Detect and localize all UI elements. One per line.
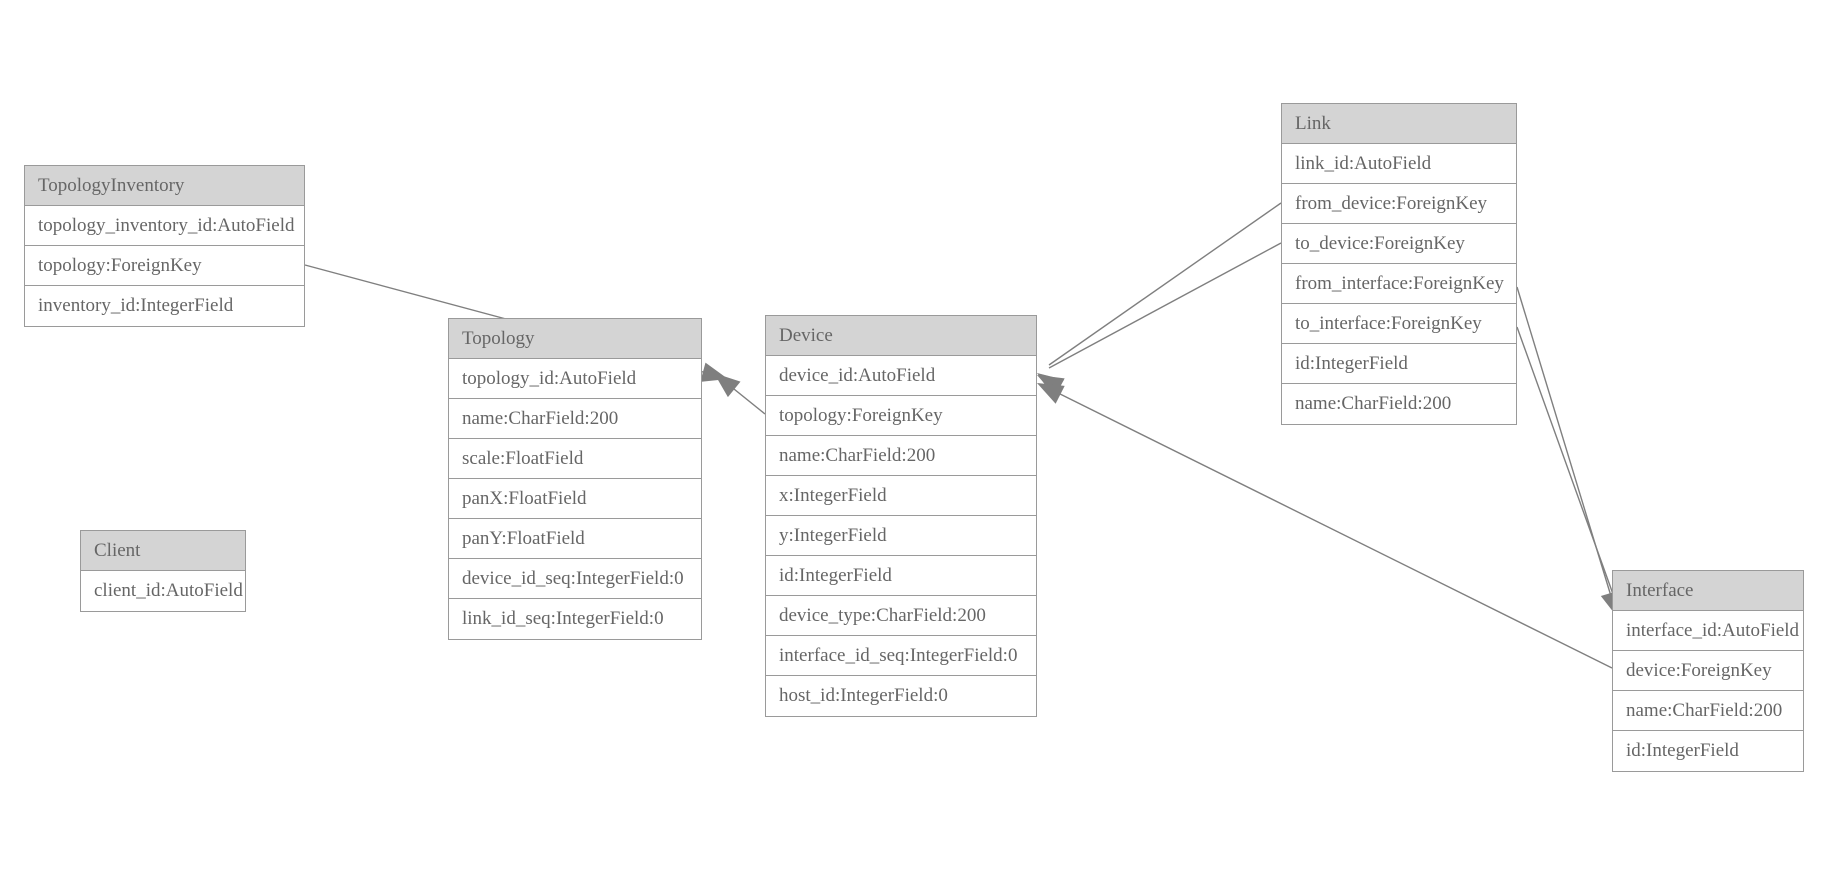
entity-field-row[interactable]: topology_id:AutoField <box>449 359 701 399</box>
relationship-arrowhead-icon <box>1037 375 1065 397</box>
entity-field-row[interactable]: y:IntegerField <box>766 516 1036 556</box>
entity-field-row[interactable]: name:CharField:200 <box>1613 691 1803 731</box>
entity-title-link: Link <box>1282 104 1516 144</box>
entity-field-row[interactable]: inventory_id:IntegerField <box>25 286 304 326</box>
entity-field-row[interactable]: panX:FloatField <box>449 479 701 519</box>
entity-field-row[interactable]: topology:ForeignKey <box>25 246 304 286</box>
entity-field-row[interactable]: panY:FloatField <box>449 519 701 559</box>
entity-field-row[interactable]: interface_id:AutoField <box>1613 611 1803 651</box>
rel-link-from-interface <box>1516 286 1620 618</box>
relationship-line <box>1516 286 1615 607</box>
relationship-arrowhead-icon <box>700 362 728 382</box>
entity-field-row[interactable]: name:CharField:200 <box>766 436 1036 476</box>
entity-field-row[interactable]: link_id_seq:IntegerField:0 <box>449 599 701 639</box>
entity-field-row[interactable]: from_interface:ForeignKey <box>1282 264 1516 304</box>
entity-title-topology_inventory: TopologyInventory <box>25 166 304 206</box>
relationship-line <box>1049 388 1613 669</box>
entity-field-row[interactable]: interface_id_seq:IntegerField:0 <box>766 636 1036 676</box>
entity-field-row[interactable]: device_id:AutoField <box>766 356 1036 396</box>
entity-field-row[interactable]: client_id:AutoField <box>81 571 245 611</box>
entity-title-interface: Interface <box>1613 571 1803 611</box>
entity-field-row[interactable]: x:IntegerField <box>766 476 1036 516</box>
entity-field-row[interactable]: topology:ForeignKey <box>766 396 1036 436</box>
rel-device-topology <box>714 373 766 415</box>
entity-field-row[interactable]: id:IntegerField <box>1282 344 1516 384</box>
entity-field-row[interactable]: link_id:AutoField <box>1282 144 1516 184</box>
relationship-arrowhead-icon <box>714 373 741 398</box>
entity-field-row[interactable]: device_id_seq:IntegerField:0 <box>449 559 701 599</box>
entity-field-row[interactable]: id:IntegerField <box>766 556 1036 596</box>
entity-title-client: Client <box>81 531 245 571</box>
entity-title-topology: Topology <box>449 319 701 359</box>
entity-field-row[interactable]: scale:FloatField <box>449 439 701 479</box>
entity-field-row[interactable]: to_device:ForeignKey <box>1282 224 1516 264</box>
entity-title-device: Device <box>766 316 1036 356</box>
relationship-line <box>723 380 766 415</box>
rel-link-from-device <box>1037 202 1282 397</box>
entity-field-row[interactable]: device:ForeignKey <box>1613 651 1803 691</box>
entity-field-row[interactable]: topology_inventory_id:AutoField <box>25 206 304 246</box>
relationship-line <box>1516 326 1619 609</box>
relationship-arrowhead-icon <box>1037 383 1065 404</box>
entity-field-row[interactable]: from_device:ForeignKey <box>1282 184 1516 224</box>
entity-field-row[interactable]: device_type:CharField:200 <box>766 596 1036 636</box>
relationship-line <box>1048 202 1282 366</box>
rel-link-to-device <box>1037 242 1282 397</box>
entity-field-row[interactable]: name:CharField:200 <box>449 399 701 439</box>
entity-field-row[interactable]: id:IntegerField <box>1613 731 1803 771</box>
relationship-line <box>1048 242 1282 369</box>
entity-field-row[interactable]: host_id:IntegerField:0 <box>766 676 1036 716</box>
entity-field-row[interactable]: to_interface:ForeignKey <box>1282 304 1516 344</box>
entity-field-row[interactable]: name:CharField:200 <box>1282 384 1516 424</box>
